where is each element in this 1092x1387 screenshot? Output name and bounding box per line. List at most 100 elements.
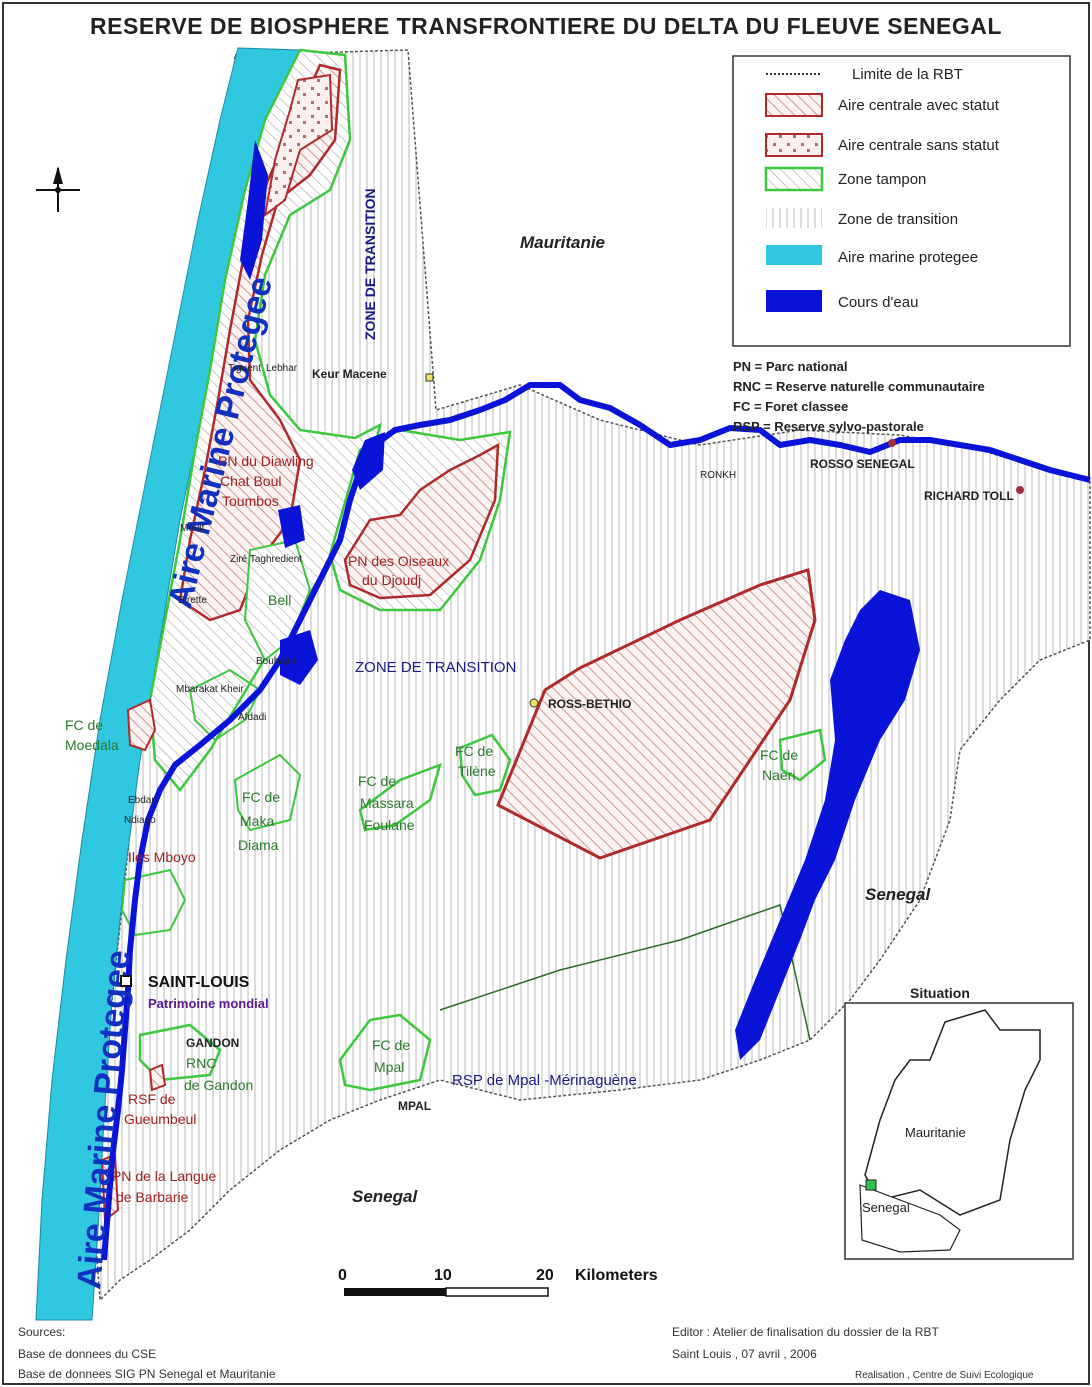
place-zire: Ziré Taghredient (230, 554, 302, 565)
place-keur-macene: Keur Macene (312, 367, 387, 381)
legend-label-transition: Zone de transition (838, 211, 958, 228)
scale-label-20: 20 (536, 1267, 554, 1284)
abbr-fc: FC = Foret classee (733, 399, 848, 414)
lac-de-guiers (735, 590, 920, 1060)
richard-toll-marker (1016, 486, 1024, 494)
label-pn-diawling-2: Chat Boul (220, 473, 281, 489)
label-langue-2: de Barbarie (116, 1189, 189, 1205)
footer-sources-1: Sources: (18, 1325, 65, 1339)
label-fc-massara-1: FC de (358, 773, 396, 789)
legend-label-core-status: Aire centrale avec statut (838, 97, 1000, 114)
scale-bar-segment-1 (344, 1288, 446, 1296)
fc-maka-diama (233, 753, 302, 832)
fc-mpal (338, 1013, 432, 1092)
place-richard-toll: RICHARD TOLL (924, 489, 1014, 503)
scale-label-10: 10 (434, 1267, 452, 1284)
label-rsp-mpal: RSP de Mpal -Mérinaguène (452, 1072, 637, 1089)
legend-label-core-nostatus: Aire centrale sans statut (838, 137, 1000, 154)
djoudj-core (343, 442, 500, 600)
place-patrimoine: Patrimoine mondial (148, 996, 269, 1011)
fc-mbarakat-kheir (188, 668, 262, 742)
label-fc-massara-2: Massara (360, 795, 414, 811)
north-arrow-icon (36, 166, 80, 212)
inset-title: Situation (910, 985, 970, 1001)
place-rosso: ROSSO SENEGAL (810, 457, 915, 471)
place-mouit: Mouit (180, 523, 205, 534)
country-senegal-south: Senegal (352, 1187, 418, 1206)
zone-transition-center: ZONE DE TRANSITION (355, 659, 516, 676)
footer-editor-3: Realisation , Centre de Suivi Ecologique (855, 1370, 1034, 1381)
label-fc-massara-3: Foulane (364, 817, 415, 833)
legend-core-nostatus-swatch (765, 133, 823, 157)
core-without-status-north (263, 73, 334, 218)
label-fc-naeri-1: FC de (760, 747, 798, 763)
label-rsf-gueumbeul-1: RSF de (128, 1091, 176, 1107)
footer-sources-2: Base de donnees du CSE (18, 1347, 156, 1361)
fc-tilene (458, 733, 512, 797)
label-rsf-gueumbeul-2: Gueumbeul (124, 1111, 196, 1127)
label-djoudj-1: PN des Oiseaux (348, 553, 449, 569)
inset-mauritania-outline (864, 1009, 1041, 1216)
inset-label-mauritanie: Mauritanie (905, 1125, 966, 1140)
ross-bethio-marker (529, 698, 539, 708)
lake-djoudj (280, 630, 318, 685)
legend-core-status-swatch (765, 93, 823, 117)
label-fc-maka-2: Maka (240, 813, 274, 829)
inset-senegal-outline (859, 1184, 961, 1253)
map-title: RESERVE DE BIOSPHERE TRANSFRONTIERE DU D… (90, 13, 1002, 39)
label-iles-mboyo: Iles Mboyo (128, 849, 196, 865)
footer-editor-2: Saint Louis , 07 avril , 2006 (672, 1347, 817, 1361)
rosso-marker (888, 439, 896, 447)
place-ronkh: RONKH (700, 470, 736, 481)
label-fc-mpal-2: Mpal (374, 1059, 404, 1075)
place-birette: Birette (178, 595, 207, 606)
fc-moedala (126, 698, 157, 752)
label-langue-1: PN de la Langue (112, 1168, 217, 1184)
saint-louis-marker (120, 975, 132, 987)
rf-ndael-core (496, 568, 817, 860)
rnc-gandon (138, 1023, 222, 1082)
place-tiguent: Tiguent (228, 363, 261, 374)
abbr-rsp: RSP = Reserve sylvo-pastorale (733, 419, 924, 434)
legend-label-water: Cours d'eau (838, 294, 918, 311)
legend-label-buffer: Zone tampon (838, 171, 926, 188)
zone-transition-vertical: ZONE DE TRANSITION (362, 188, 378, 340)
place-mpal: MPAL (398, 1099, 431, 1113)
country-senegal-east: Senegal (865, 885, 931, 904)
label-fc-mpal-1: FC de (372, 1037, 410, 1053)
basin-diawling (352, 432, 385, 490)
fc-massara-foulane (358, 762, 442, 832)
label-fc-tilene-1: FC de (455, 743, 493, 759)
place-ross-bethio: ROSS-BETHIO (548, 697, 631, 711)
place-lebhar: Lebhar (266, 363, 298, 374)
place-ebdan: Ebdan (128, 795, 157, 806)
label-fc-maka-1: FC de (242, 789, 280, 805)
label-djoudj-2: du Djoudj (362, 572, 421, 588)
footer-sources-3: Base de donnees SIG PN Senegal et Maurit… (18, 1367, 276, 1381)
label-pn-diawling-1: PN du Diawling (218, 453, 314, 469)
place-mbarakat: Mbarakat Kheir (176, 684, 244, 695)
label-bell: Bell (268, 592, 291, 608)
basin-bell (278, 505, 305, 548)
country-mauritanie: Mauritanie (520, 233, 605, 252)
place-bouhajra: Bouhajra (256, 656, 296, 667)
label-rnc-gandon-2: de Gandon (184, 1077, 253, 1093)
label-pn-diawling-3: Toumbos (222, 493, 279, 509)
legend-buffer-swatch (764, 166, 824, 192)
abbr-pn: PN = Parc national (733, 359, 848, 374)
scale-label-0: 0 (338, 1267, 347, 1284)
rsf-gueumbeul (148, 1063, 167, 1092)
label-fc-maka-3: Diama (238, 837, 279, 853)
label-rnc-gandon-1: RNC (186, 1055, 216, 1071)
scale-unit: Kilometers (575, 1267, 658, 1284)
scale-bar-segment-2 (445, 1287, 549, 1297)
place-afdadi: Afdadi (238, 712, 266, 723)
iles-mboyo-buffer (120, 868, 187, 937)
abbr-rnc: RNC = Reserve naturelle communautaire (733, 379, 985, 394)
legend-transition-swatch (766, 208, 822, 228)
legend-marine-swatch (766, 245, 822, 265)
label-fc-naeri-2: Naeri (762, 767, 795, 783)
label-fc-moeda-1: FC de (65, 717, 103, 733)
